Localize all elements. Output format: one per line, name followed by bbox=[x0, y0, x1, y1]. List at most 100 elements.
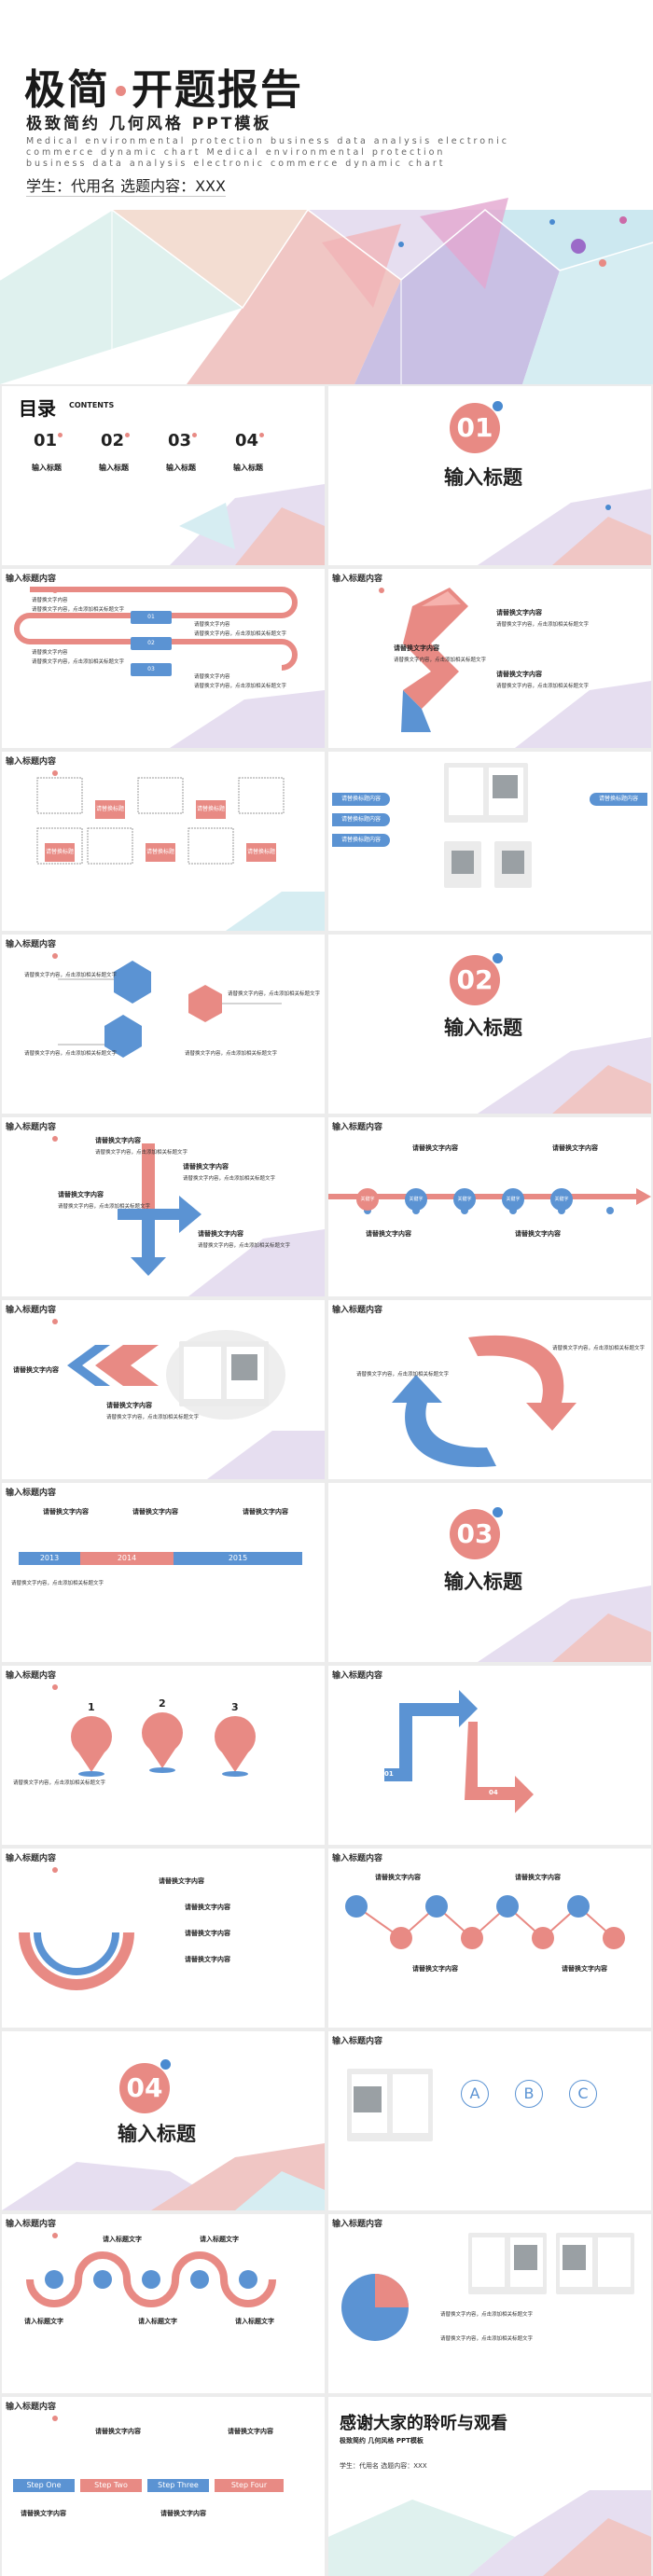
slide-years[interactable]: 输入标题内容 2013 2014 2015 请替换文字内容 请替换文字内容 请替… bbox=[2, 1483, 325, 1662]
arrow-num: 03 bbox=[481, 1735, 491, 1742]
item-heading: 请替换文字内容 bbox=[95, 2428, 141, 2435]
arrow-num: 02 bbox=[414, 1690, 424, 1697]
header-dot bbox=[52, 770, 58, 776]
toc-label-1[interactable]: 输入标题 bbox=[32, 464, 62, 472]
hex-text: 请替换文字内容，点击添加相关标题文字 bbox=[228, 991, 321, 997]
item-text: 请替换文字内容，点击添加相关标题文字 bbox=[95, 1150, 188, 1156]
section-dot bbox=[160, 2059, 171, 2070]
slide-section-02[interactable]: 02 输入标题 bbox=[328, 935, 651, 1114]
slide-wave-icons[interactable]: 输入标题内容 请入标题文字 请入标题文字 请入标题文字 请入标题文字 请入标题文… bbox=[2, 2214, 325, 2393]
slide-chevron-photo[interactable]: 输入标题内容 请替换文字内容 请替换文字内容 请替换文字内容，点击添加相关标题文… bbox=[2, 1300, 325, 1479]
year-2014: 2014 bbox=[80, 1552, 174, 1565]
pin-number: 1 bbox=[88, 1701, 95, 1713]
item-heading: 请替换文字内容 bbox=[375, 1874, 421, 1881]
cover-slide[interactable]: 极简开题报告 极致简约 几何风格 PPT模板 Medical environme… bbox=[0, 0, 653, 384]
hex-text: 请替换文字内容，点击添加相关标题文字 bbox=[24, 1051, 118, 1057]
card-tag: 请替换标题 bbox=[95, 800, 125, 819]
slide-cycle-arrows[interactable]: 输入标题内容 请替换文字内容，点击添加相关标题文字 请替换文字内容，点击添加相关… bbox=[328, 1300, 651, 1479]
item-text: 请替换文字内容，点击添加相关标题文字 bbox=[440, 2336, 534, 2342]
slide-pie-photos[interactable]: 输入标题内容 请替换文字内容，点击添加相关标题文字 请替换文字内容，点击添加相关… bbox=[328, 2214, 651, 2393]
slide-section-04[interactable]: 04 输入标题 bbox=[2, 2031, 325, 2210]
keyword-circle: 关键字 bbox=[502, 1188, 524, 1211]
photo-book bbox=[444, 763, 528, 823]
toc-title: 目录 bbox=[19, 397, 56, 420]
arc-chart bbox=[19, 1932, 134, 1990]
slide-pills-photos[interactable]: 请替换标题内容 请替换标题内容 请替换标题内容 请替换标题内容 bbox=[328, 752, 651, 931]
arrow-path bbox=[384, 1690, 534, 1813]
slide-section-01[interactable]: 01 输入标题 bbox=[328, 386, 651, 565]
pin-number: 3 bbox=[231, 1701, 239, 1713]
card-outlines bbox=[36, 777, 325, 931]
slide-wave-circles[interactable]: 输入标题内容 请替换文字内容 请替换文字内容 请替换文字内容 请替换文字内容 bbox=[328, 1849, 651, 2028]
slide-card-grid[interactable]: 输入标题内容 请替换标题 请替换标题 请替换标题 请替换标题 请替换标题 bbox=[2, 752, 325, 931]
step-label: Step Four bbox=[215, 2479, 284, 2492]
step-text: 请替换文字内容 bbox=[32, 598, 68, 603]
slide-abc[interactable]: 输入标题内容 A B C bbox=[328, 2031, 651, 2210]
slide-arc-checklist[interactable]: 输入标题内容 请替换文字内容 请替换文字内容 请替换文字内容 请替换文字内容 bbox=[2, 1849, 325, 2028]
step-label: Step One bbox=[13, 2479, 75, 2492]
step-label: Step Three bbox=[147, 2479, 209, 2492]
photo-book bbox=[494, 841, 532, 888]
wave-circles bbox=[345, 1895, 625, 1949]
section-dot bbox=[493, 953, 503, 963]
item-heading: 请替换文字内容 bbox=[394, 644, 439, 652]
section-number: 02 bbox=[450, 955, 500, 1005]
slide-header: 输入标题内容 bbox=[6, 757, 57, 767]
geo-deco bbox=[2, 2143, 325, 2210]
slide-toc[interactable]: 目录 CONTENTS 01 02 03 04 输入标题 输入标题 输入标题 输… bbox=[2, 386, 325, 565]
slide-zigzag-arrow[interactable]: 输入标题内容 请替换文字内容 请替换文字内容，点击添加相关标题文字 请替换文字内… bbox=[328, 569, 651, 748]
section-number: 03 bbox=[450, 1509, 500, 1559]
pill-label: 请替换标题内容 bbox=[590, 793, 647, 806]
slide-arrow-numbers[interactable]: 输入标题内容 02 01 03 04 bbox=[328, 1666, 651, 1845]
slide-keyword-timeline[interactable]: 输入标题内容 关键字 关键字 关键字 关键字 关键字 请替换文字内容 请替换文字… bbox=[328, 1117, 651, 1296]
item-heading: 请替换文字内容 bbox=[228, 2428, 273, 2435]
slide-header: 输入标题内容 bbox=[6, 1489, 57, 1498]
item-heading: 请替换文字内容 bbox=[106, 1402, 152, 1409]
slide-thanks[interactable]: 感谢大家的聆听与观看 极致简约 几何风格 PPT模板 学生：代用名 选题内容：X… bbox=[328, 2397, 651, 2576]
slide-hexagons[interactable]: 输入标题内容 请替换文字内容，点击添加相关标题文字 请替换文字内容，点击添加相关… bbox=[2, 935, 325, 1114]
thanks-student: 学生：代用名 选题内容：XXX bbox=[340, 2462, 427, 2470]
geo-deco bbox=[478, 489, 651, 565]
chevron-arrows bbox=[67, 1330, 325, 1479]
item-heading: 请替换文字内容 bbox=[132, 1508, 178, 1516]
zigzag-arrow bbox=[401, 588, 651, 748]
slide-header: 输入标题内容 bbox=[6, 2403, 57, 2412]
item-heading: 请替换文字内容 bbox=[515, 1874, 561, 1881]
slide-cross-arrows[interactable]: 输入标题内容 请替换文字内容 请替换文字内容，点击添加相关标题文字 请替换文字内… bbox=[2, 1117, 325, 1296]
section-number: 04 bbox=[119, 2063, 170, 2113]
header-dot bbox=[52, 1684, 58, 1690]
pill-label: 请替换标题内容 bbox=[332, 834, 390, 847]
item-heading: 请替换文字内容 bbox=[552, 1144, 598, 1152]
slide-steps[interactable]: 输入标题内容 01 02 03 请替换文字内容 请替换文字内容，点击添加相关标题… bbox=[2, 569, 325, 748]
toc-label-4[interactable]: 输入标题 bbox=[233, 464, 263, 472]
item-heading: 请替换文字内容 bbox=[562, 1965, 607, 1973]
cross-arrows bbox=[118, 1143, 325, 1296]
section-title: 输入标题 bbox=[444, 1571, 522, 1593]
item-heading: 请替换文字内容 bbox=[412, 1965, 458, 1973]
item-text: 请替换文字内容，点击添加相关标题文字 bbox=[496, 622, 590, 628]
check-heading: 请替换文字内容 bbox=[185, 1904, 230, 1911]
item-heading: 请替换文字内容 bbox=[160, 2510, 206, 2517]
toc-label-3[interactable]: 输入标题 bbox=[166, 464, 196, 472]
slide-header: 输入标题内容 bbox=[332, 1306, 383, 1315]
slide-section-03[interactable]: 03 输入标题 bbox=[328, 1483, 651, 1662]
year-2013: 2013 bbox=[19, 1552, 80, 1565]
title-right: 开题报告 bbox=[132, 66, 303, 114]
title-dot bbox=[116, 86, 126, 96]
year-2015: 2015 bbox=[174, 1552, 302, 1565]
step-tag-3: 03 bbox=[131, 663, 172, 676]
header-dot bbox=[52, 2233, 58, 2238]
keyword-circle: 关键字 bbox=[453, 1188, 476, 1211]
toc-dot bbox=[192, 433, 197, 437]
pill-label: 请替换标题内容 bbox=[332, 793, 390, 806]
item-text: 请替换文字内容，点击添加相关标题文字 bbox=[394, 658, 487, 663]
toc-label-2[interactable]: 输入标题 bbox=[99, 464, 129, 472]
step-text: 请替换文字内容 bbox=[194, 622, 230, 628]
step-text: 请替换文字内容，点击添加相关标题文字 bbox=[194, 684, 287, 689]
keyword-circle: 关键字 bbox=[405, 1188, 427, 1211]
slide-pins[interactable]: 输入标题内容 1 2 3 请替换文字内容，点击添加相关标题文字 bbox=[2, 1666, 325, 1845]
geo-deco bbox=[478, 1586, 651, 1662]
photo-book bbox=[468, 2233, 547, 2294]
toc-num-4: 04 bbox=[235, 431, 259, 450]
slide-step-bar[interactable]: 输入标题内容 Step One Step Two Step Three Step… bbox=[2, 2397, 325, 2576]
